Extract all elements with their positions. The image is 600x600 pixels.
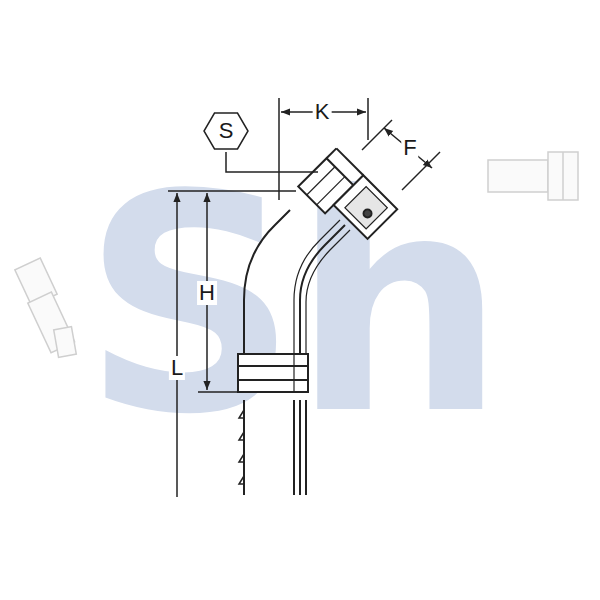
dimension-h-l [168, 191, 296, 497]
thumbnail-right [488, 152, 578, 200]
dimension-label: K [313, 100, 332, 124]
dimension-label: L [169, 356, 185, 380]
dimension-label: F [401, 136, 418, 160]
leader-line [226, 152, 318, 172]
hose-fitting [238, 148, 397, 495]
dimension-f [362, 120, 440, 190]
watermark-logo: Sh [82, 156, 500, 456]
dimension-label: H [197, 281, 217, 305]
size-hexagon: S [203, 112, 249, 150]
thumbnail-left [15, 258, 76, 357]
node-text: S [219, 120, 234, 142]
dimension-k [279, 98, 368, 200]
